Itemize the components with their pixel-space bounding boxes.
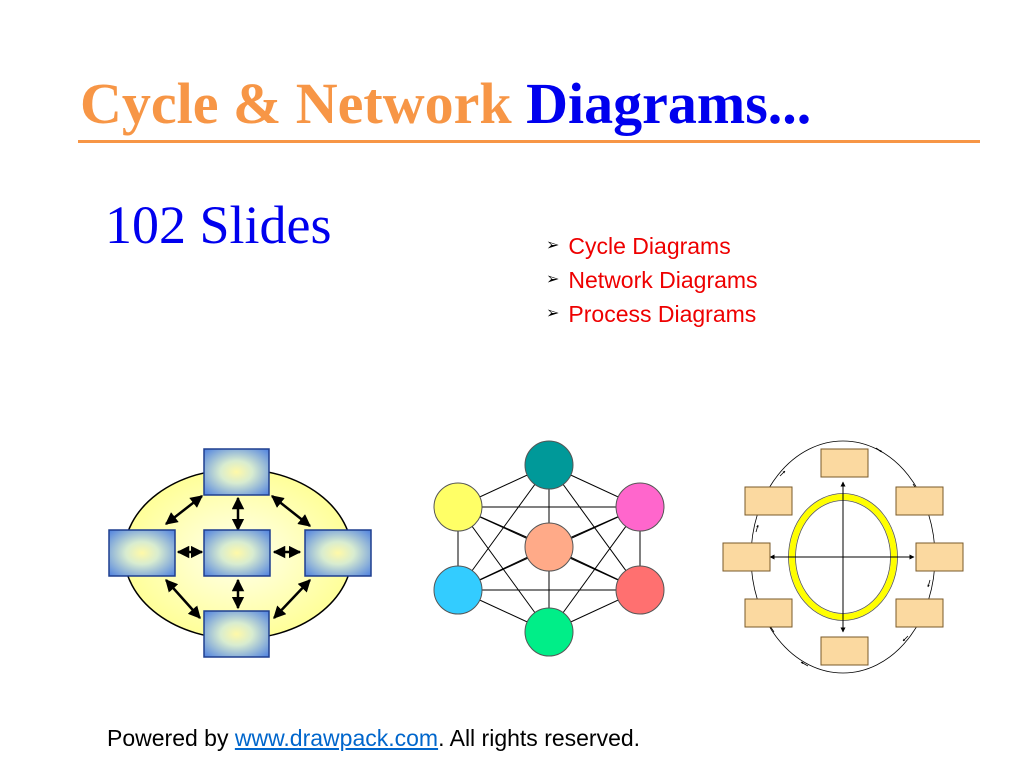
- network-red-node: [615, 565, 665, 615]
- hub-diagram: [108, 448, 372, 658]
- slide-count: 102 Slides: [105, 195, 332, 255]
- title-underline: [78, 140, 980, 143]
- cycle-box-top-right: [895, 486, 944, 516]
- cycle-box-bottom: [820, 636, 869, 666]
- network-edge: [457, 506, 550, 633]
- hub-arrows: [165, 495, 311, 619]
- cycle-cross-axes: [769, 481, 915, 633]
- network-green-node: [524, 607, 574, 657]
- network-nodes: [433, 440, 665, 657]
- title-part-orange: Cycle & Network: [80, 71, 512, 136]
- topic-item: ➢ Cycle Diagrams: [546, 229, 758, 263]
- cycle-box-top-left: [744, 486, 793, 516]
- footer-prefix: Powered by: [107, 725, 235, 751]
- topic-label: Network Diagrams: [568, 267, 758, 293]
- footer: Powered by www.drawpack.com. All rights …: [107, 722, 640, 754]
- hub-box-right: [304, 529, 372, 577]
- topic-label: Cycle Diagrams: [568, 233, 731, 259]
- hub-box-bottom: [203, 610, 270, 658]
- topic-label: Process Diagrams: [568, 301, 757, 327]
- title-part-blue: Diagrams...: [526, 71, 812, 136]
- hub-box-top: [203, 448, 270, 496]
- slide-title: Cycle & Network Diagrams...: [80, 66, 811, 142]
- network-teal-node: [524, 440, 574, 490]
- cycle-box-bottom-right: [895, 598, 944, 628]
- cycle-box-right: [915, 542, 964, 572]
- cycle-box-left: [722, 542, 771, 572]
- network-yellow-node: [433, 482, 483, 532]
- cycle-diagram: [722, 440, 964, 674]
- network-center-node: [524, 522, 574, 572]
- arrowhead-bullet-icon: ➢: [546, 237, 560, 254]
- footer-suffix: . All rights reserved.: [438, 725, 641, 751]
- topic-item: ➢ Process Diagrams: [546, 297, 758, 331]
- drawpack-link[interactable]: www.drawpack.com: [234, 725, 439, 751]
- cycle-box-bottom-left: [744, 598, 793, 628]
- network-cyan-node: [433, 565, 483, 615]
- network-diagram: [433, 440, 665, 657]
- arrowhead-bullet-icon: ➢: [546, 305, 560, 322]
- cycle-box-top: [820, 448, 869, 478]
- hub-box-center: [203, 529, 271, 577]
- hub-box-left: [108, 529, 176, 577]
- topic-list: ➢ Cycle Diagrams ➢ Network Diagrams ➢ Proce…: [546, 229, 758, 331]
- network-magenta-node: [615, 482, 665, 532]
- cycle-boxes: [722, 448, 964, 666]
- arrowhead-bullet-icon: ➢: [546, 271, 560, 288]
- topic-item: ➢ Network Diagrams: [546, 263, 758, 297]
